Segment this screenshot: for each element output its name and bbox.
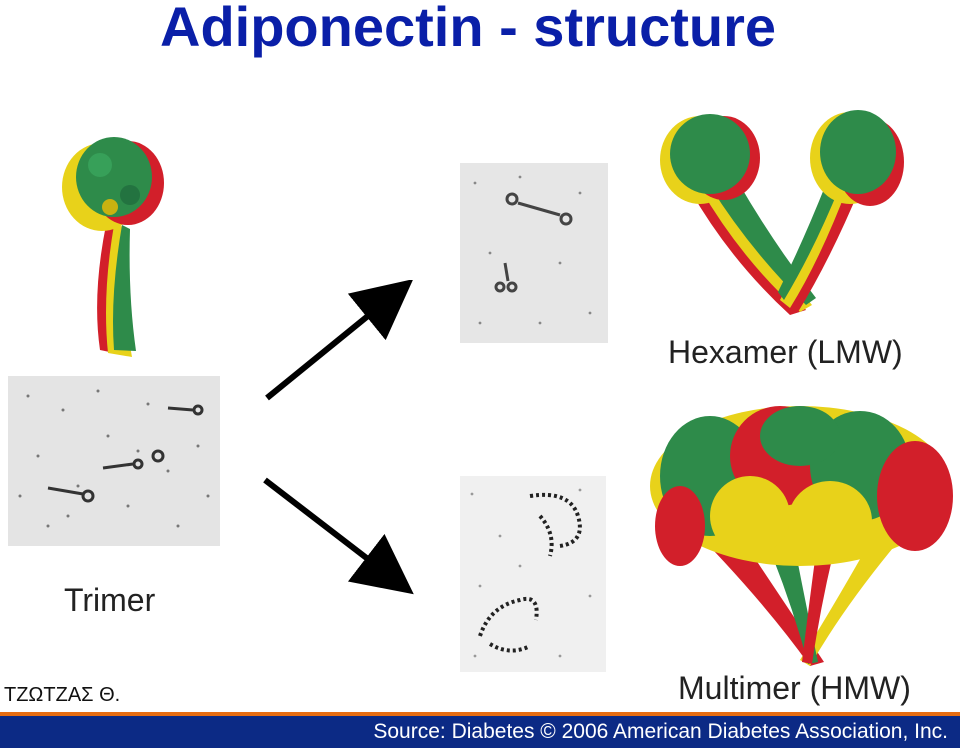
trimer-model-image [62, 137, 164, 357]
trimer-micrograph-image [8, 376, 220, 546]
slide-title: Adiponectin - structure [160, 0, 777, 58]
multimer-label: Multimer (HMW) [678, 670, 911, 706]
footer-bar: Source: Diabetes © 2006 American Diabete… [0, 712, 960, 748]
multimer-model-image [650, 406, 953, 666]
hexamer-label: Hexamer (LMW) [668, 334, 903, 370]
arrow-up-icon [265, 280, 414, 401]
source-citation: Source: Diabetes © 2006 American Diabete… [373, 720, 948, 743]
author-name: ΤΖΩΤΖΑΣ Θ. [4, 684, 121, 706]
arrows-diagram [263, 280, 414, 595]
multimer-micrograph-image [460, 476, 606, 672]
trimer-label: Trimer [64, 582, 156, 618]
hexamer-micrograph-image [460, 163, 608, 343]
hexamer-model-image [660, 110, 904, 315]
arrow-down-icon [263, 477, 414, 595]
